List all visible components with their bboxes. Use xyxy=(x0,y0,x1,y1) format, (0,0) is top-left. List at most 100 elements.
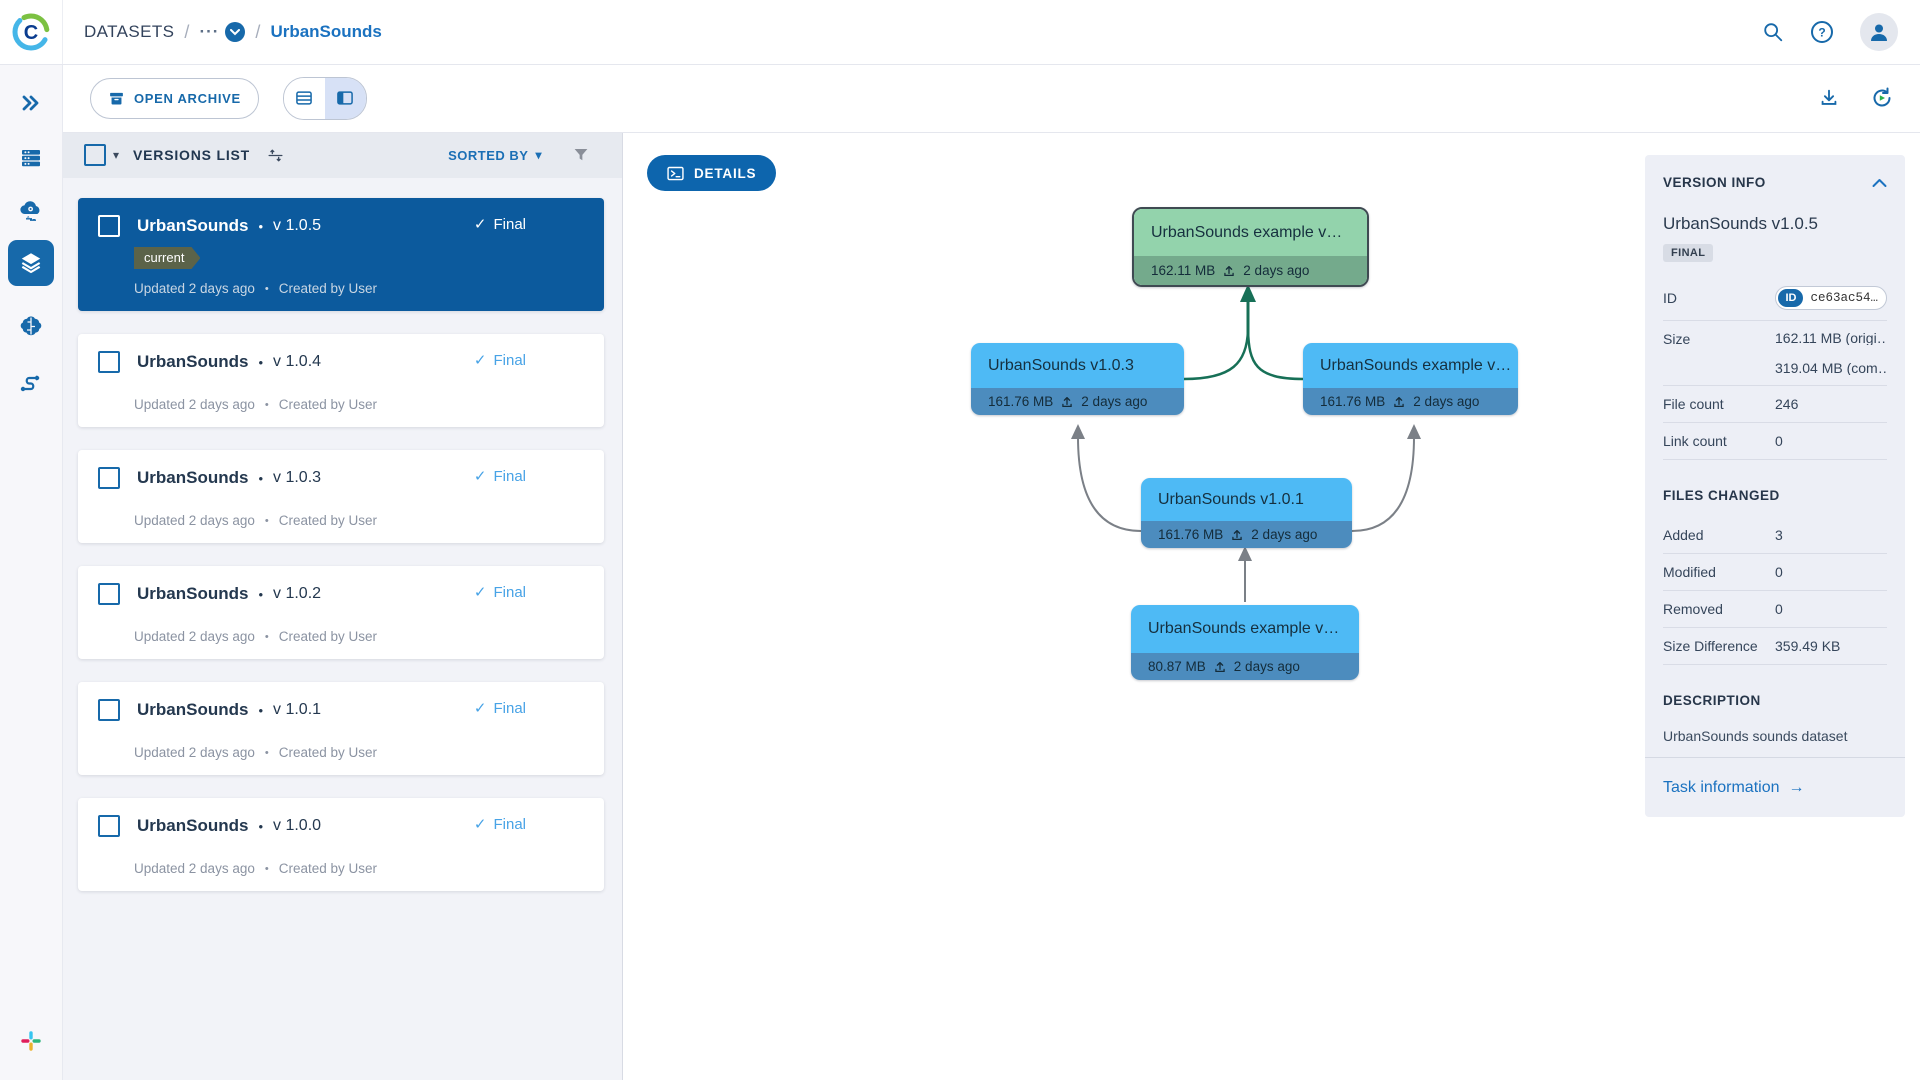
sorted-by-dropdown[interactable]: SORTED BY ▾ xyxy=(442,147,548,164)
version-node-title: UrbanSounds example v… xyxy=(1303,343,1518,388)
version-node[interactable]: UrbanSounds v1.0.1 161.76 MB 2 days ago xyxy=(1141,478,1352,548)
final-check-icon: ✓ xyxy=(473,352,487,369)
filter-versions-button[interactable] xyxy=(572,146,590,164)
help-button[interactable]: ? xyxy=(1810,20,1834,44)
download-button[interactable] xyxy=(1818,87,1840,109)
version-name: UrbanSounds xyxy=(137,468,249,487)
version-name: UrbanSounds xyxy=(137,584,249,603)
version-card-1-0-3[interactable]: UrbanSounds • v 1.0.3 ✓Final Updated 2 d… xyxy=(78,450,604,543)
version-node[interactable]: UrbanSounds example v… 80.87 MB 2 days a… xyxy=(1131,605,1359,680)
version-node-title: UrbanSounds example v… xyxy=(1134,209,1367,256)
version-number: v 1.0.2 xyxy=(273,585,322,602)
sidebar-item-datasets-active[interactable] xyxy=(8,240,54,286)
version-card-1-0-5[interactable]: UrbanSounds • v 1.0.5 ✓Final current Upd… xyxy=(78,198,604,311)
updated-text: Updated 2 days ago xyxy=(134,745,255,760)
updated-text: Updated 2 days ago xyxy=(134,861,255,876)
created-by-text: Created by User xyxy=(278,745,377,760)
version-card-1-0-2[interactable]: UrbanSounds • v 1.0.2 ✓Final Updated 2 d… xyxy=(78,566,604,659)
task-information-label: Task information xyxy=(1663,778,1780,796)
details-label: DETAILS xyxy=(694,165,757,181)
chevron-up-icon xyxy=(1872,178,1887,187)
version-node-time: 2 days ago xyxy=(1081,394,1148,409)
bullet-separator: • xyxy=(258,470,264,486)
size-original-value: 162.11 MB (origi… xyxy=(1775,331,1887,345)
split-view-button[interactable] xyxy=(324,77,366,119)
version-card-1-0-4[interactable]: UrbanSounds • v 1.0.4 ✓Final Updated 2 d… xyxy=(78,334,604,427)
status-label: Final xyxy=(493,467,526,485)
bullet-separator: • xyxy=(264,746,269,759)
version-checkbox[interactable] xyxy=(98,215,120,237)
version-node-time: 2 days ago xyxy=(1243,263,1310,278)
final-check-icon: ✓ xyxy=(473,216,487,233)
breadcrumb-datasets[interactable]: DATASETS xyxy=(84,22,175,41)
brain-icon xyxy=(20,316,42,336)
created-by-text: Created by User xyxy=(278,513,377,528)
version-number: v 1.0.5 xyxy=(273,217,322,234)
version-checkbox[interactable] xyxy=(98,467,120,489)
id-label: ID xyxy=(1663,290,1677,306)
version-id-chip[interactable]: ID ce63ac54… xyxy=(1775,286,1887,310)
version-info-panel: VERSION INFO UrbanSounds v1.0.5 FINAL ID… xyxy=(1645,155,1905,817)
user-menu-button[interactable] xyxy=(1860,13,1898,51)
version-node-size: 161.76 MB xyxy=(1320,394,1386,409)
breadcrumb: DATASETS / ··· / UrbanSounds xyxy=(84,22,382,43)
size-difference-value: 359.49 KB xyxy=(1775,638,1841,654)
table-view-button[interactable] xyxy=(283,77,325,119)
version-number: v 1.0.1 xyxy=(273,701,322,718)
id-row: ID ID ce63ac54… xyxy=(1663,276,1887,321)
version-node-footer: 162.11 MB 2 days ago xyxy=(1134,256,1367,285)
select-all-checkbox[interactable] xyxy=(84,144,106,166)
sidebar-item-applications[interactable] xyxy=(18,197,44,223)
file-count-value: 246 xyxy=(1775,396,1799,412)
sort-icon xyxy=(268,149,283,161)
collapse-panel-button[interactable] xyxy=(1872,178,1887,188)
size-label: Size xyxy=(1663,331,1691,347)
created-by-text: Created by User xyxy=(278,397,377,412)
sidebar-item-workers-queues[interactable] xyxy=(19,146,43,170)
version-info-title: VERSION INFO xyxy=(1663,175,1766,190)
sidebar-item-pipelines[interactable] xyxy=(18,369,44,395)
sidebar-item-models[interactable] xyxy=(18,313,44,339)
size-difference-row: Size Difference 359.49 KB xyxy=(1663,628,1887,665)
added-row: Added 3 xyxy=(1663,517,1887,554)
modified-label: Modified xyxy=(1663,564,1716,580)
clearml-logo-icon: C xyxy=(12,13,50,51)
version-card-1-0-1[interactable]: UrbanSounds • v 1.0.1 ✓Final Updated 2 d… xyxy=(78,682,604,775)
slack-link-button[interactable] xyxy=(21,1031,42,1052)
svg-text:?: ? xyxy=(1818,26,1825,40)
auto-refresh-button[interactable] xyxy=(1870,86,1894,110)
expand-sidebar-button[interactable] xyxy=(19,91,43,115)
search-button[interactable] xyxy=(1762,21,1784,43)
version-card-1-0-0[interactable]: UrbanSounds • v 1.0.0 ✓Final Updated 2 d… xyxy=(78,798,604,891)
version-node[interactable]: UrbanSounds v1.0.3 161.76 MB 2 days ago xyxy=(971,343,1184,415)
clearml-logo[interactable]: C xyxy=(0,0,63,64)
view-mode-toggle xyxy=(282,76,367,120)
version-node[interactable]: UrbanSounds example v… 161.76 MB 2 days … xyxy=(1303,343,1518,415)
version-checkbox[interactable] xyxy=(98,815,120,837)
select-all-caret-icon[interactable]: ▾ xyxy=(113,148,120,162)
bullet-separator: • xyxy=(264,514,269,527)
task-information-link[interactable]: Task information → xyxy=(1663,779,1805,797)
removed-label: Removed xyxy=(1663,601,1723,617)
version-node-title: UrbanSounds example v… xyxy=(1131,605,1359,653)
version-checkbox[interactable] xyxy=(98,351,120,373)
breadcrumb-collapsed[interactable]: ··· xyxy=(199,22,220,41)
svg-text:C: C xyxy=(24,22,38,44)
removed-row: Removed 0 xyxy=(1663,591,1887,628)
double-chevron-right-icon xyxy=(22,95,39,111)
version-checkbox[interactable] xyxy=(98,699,120,721)
description-text: UrbanSounds sounds dataset xyxy=(1663,728,1848,744)
help-icon: ? xyxy=(1811,21,1833,43)
sort-versions-button[interactable] xyxy=(266,146,285,165)
details-button[interactable]: DETAILS xyxy=(647,155,777,191)
file-count-row: File count 246 xyxy=(1663,386,1887,423)
open-archive-button[interactable]: OPEN ARCHIVE xyxy=(90,77,259,119)
version-node-selected[interactable]: UrbanSounds example v… 162.11 MB 2 days … xyxy=(1132,207,1369,287)
breadcrumb-current: UrbanSounds xyxy=(270,22,382,41)
version-checkbox[interactable] xyxy=(98,583,120,605)
version-node-footer: 80.87 MB 2 days ago xyxy=(1131,653,1359,680)
upload-icon xyxy=(1062,396,1073,407)
dataset-toolbar: OPEN ARCHIVE xyxy=(62,64,1920,133)
breadcrumb-expand-icon[interactable] xyxy=(225,22,246,42)
